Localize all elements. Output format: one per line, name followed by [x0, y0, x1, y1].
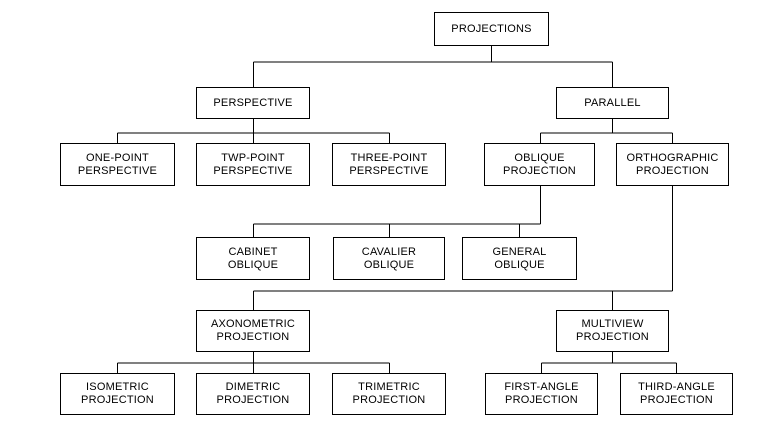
node-isometric-projection: ISOMETRIC PROJECTION: [60, 373, 175, 415]
node-first-angle-projection: FIRST-ANGLE PROJECTION: [485, 373, 598, 415]
node-dimetric-projection: DIMETRIC PROJECTION: [196, 373, 310, 415]
node-three-point-perspective: THREE-POINT PERSPECTIVE: [332, 143, 446, 186]
node-cavalier-oblique: CAVALIER OBLIQUE: [333, 237, 445, 280]
node-trimetric-projection: TRIMETRIC PROJECTION: [332, 373, 446, 415]
node-multiview-projection: MULTIVIEW PROJECTION: [556, 310, 669, 352]
node-parallel: PARALLEL: [556, 87, 669, 119]
node-projections: PROJECTIONS: [434, 12, 549, 46]
node-one-point-perspective: ONE-POINT PERSPECTIVE: [60, 143, 175, 186]
node-third-angle-projection: THIRD-ANGLE PROJECTION: [620, 373, 733, 415]
node-axonometric-projection: AXONOMETRIC PROJECTION: [196, 310, 310, 352]
node-cabinet-oblique: CABINET OBLIQUE: [196, 237, 310, 280]
node-oblique-projection: OBLIQUE PROJECTION: [484, 143, 595, 186]
node-twp-point-perspective: TWP-POINT PERSPECTIVE: [196, 143, 310, 186]
node-general-oblique: GENERAL OBLIQUE: [462, 237, 577, 280]
node-orthographic-projection: ORTHOGRAPHIC PROJECTION: [616, 143, 729, 186]
node-perspective: PERSPECTIVE: [196, 87, 310, 119]
